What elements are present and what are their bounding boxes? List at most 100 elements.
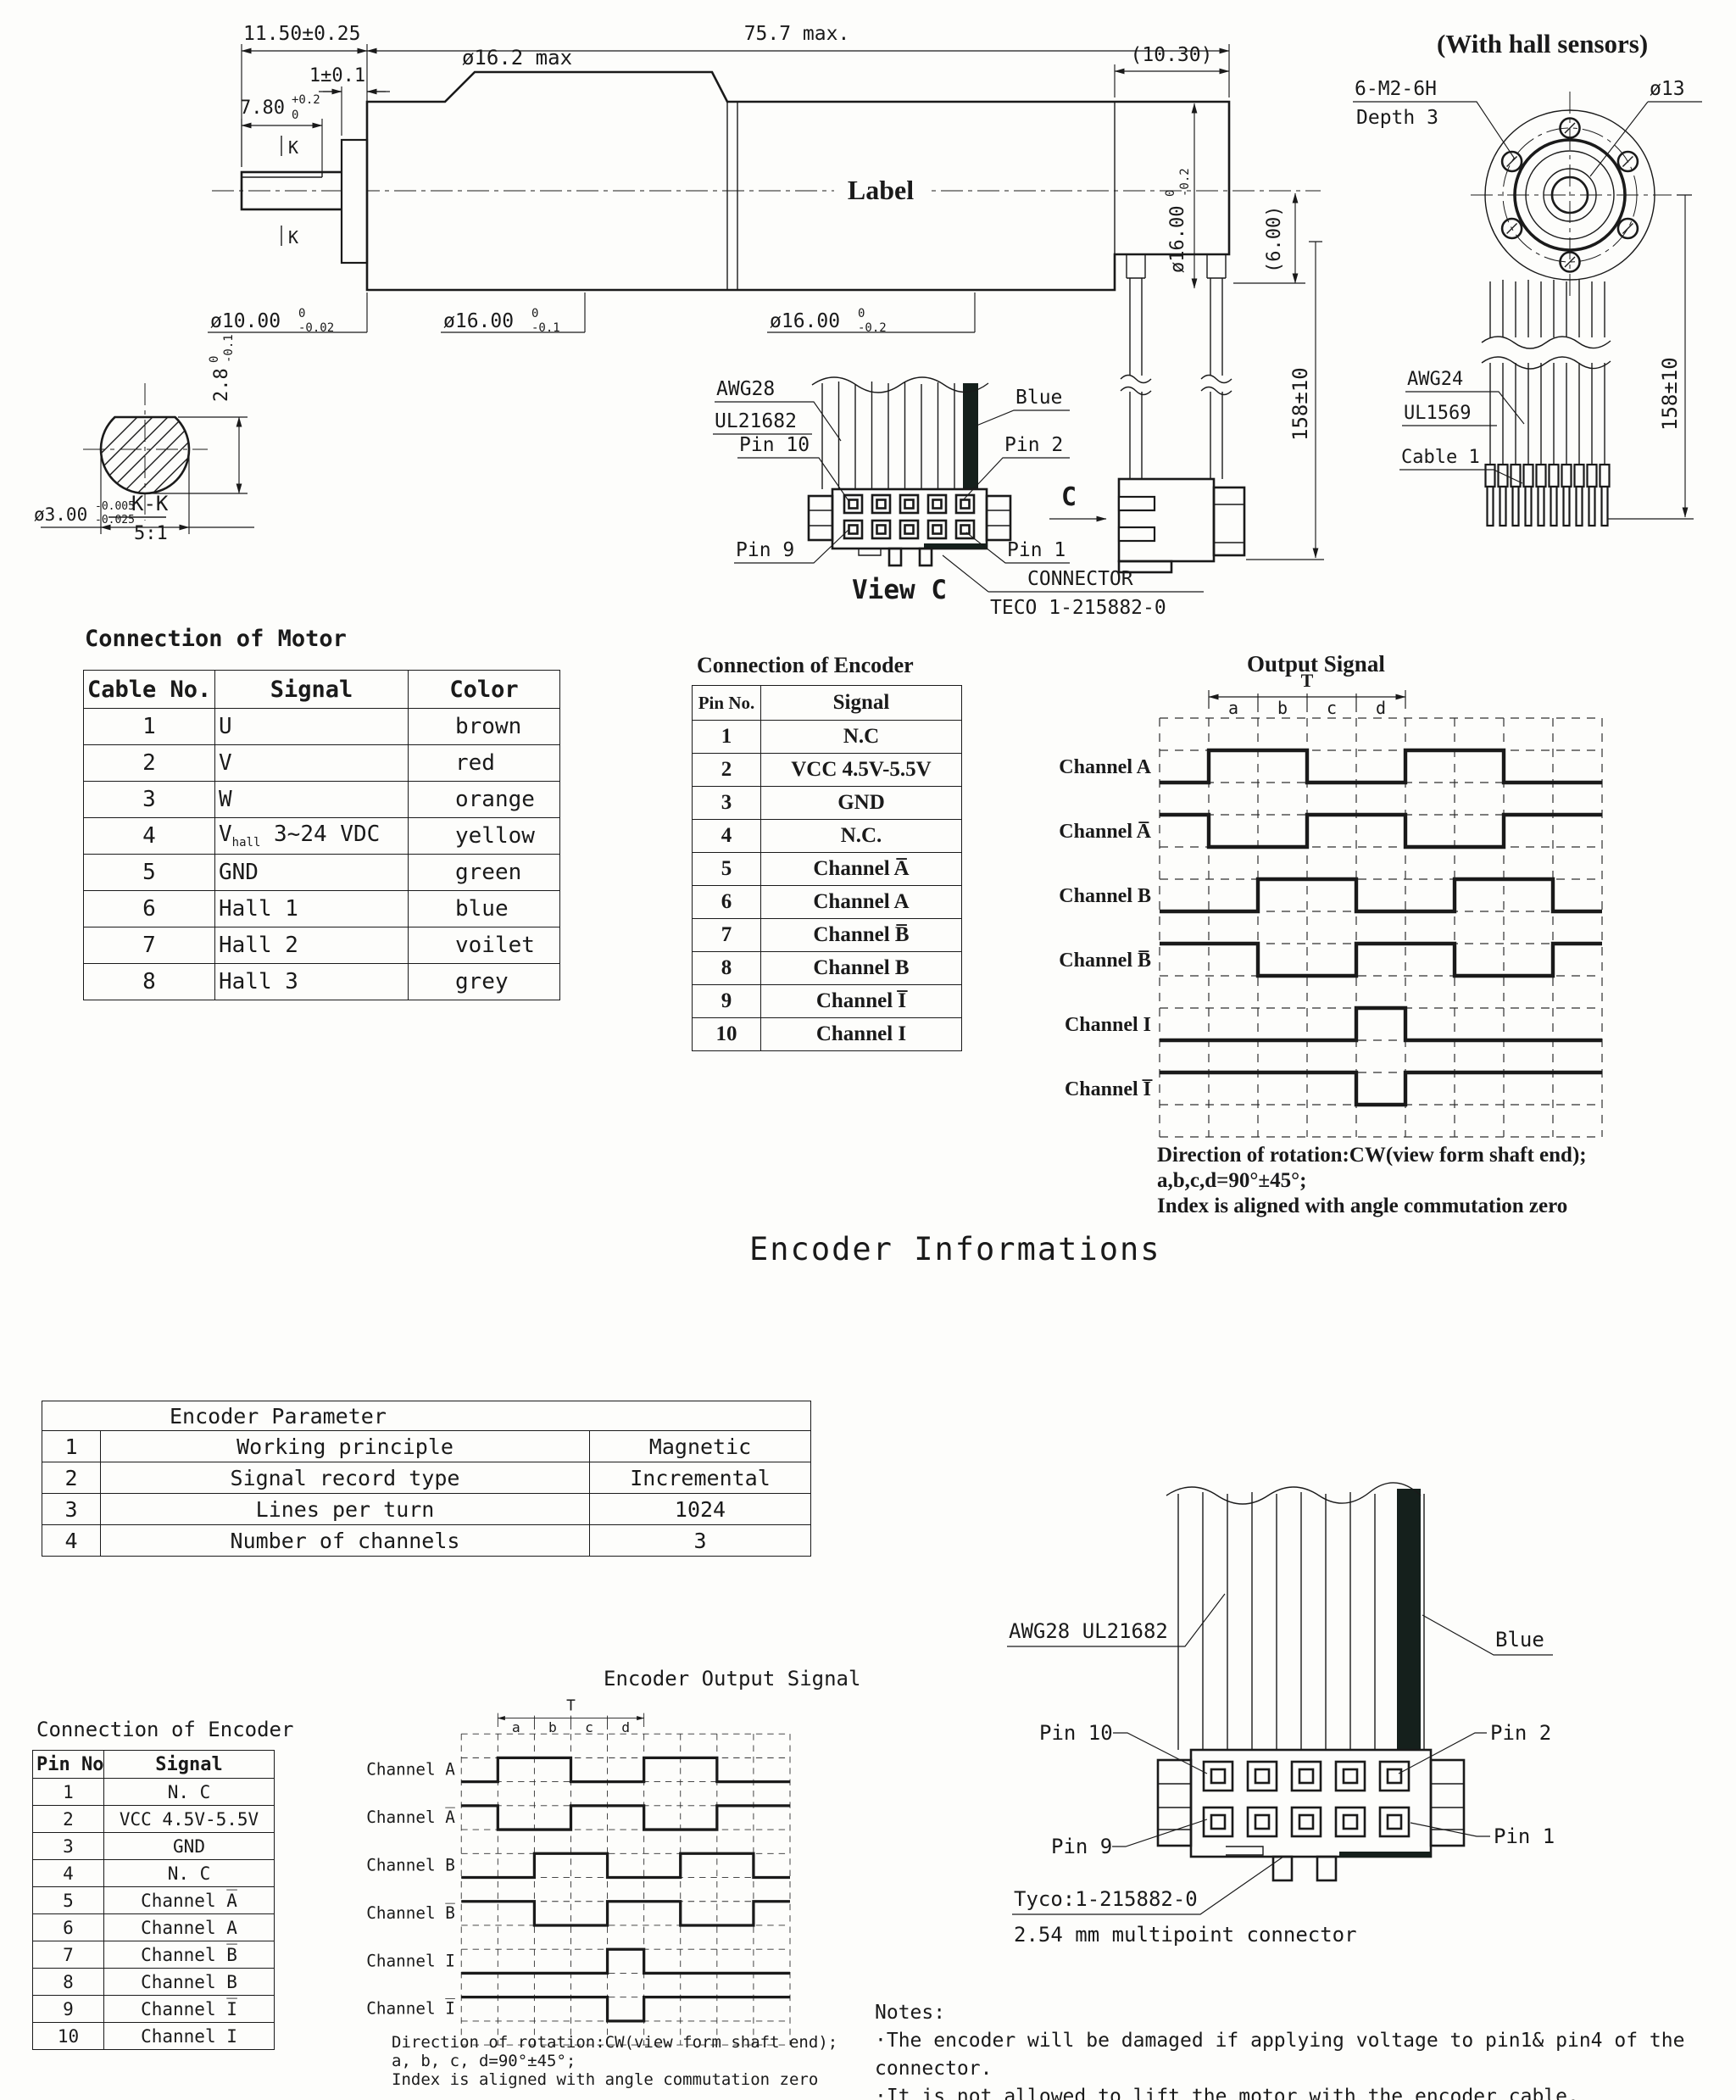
dimension-lines: 11.50±0.25 75.7 max. 1±0.1 ø16.2 max (10…	[208, 23, 1694, 560]
cell-no: 4	[83, 817, 215, 855]
connector-side-profile	[1117, 477, 1246, 574]
depth-label: Depth 3	[1356, 107, 1438, 129]
dim-2-8: 2.8	[211, 368, 232, 402]
cell-value: Incremental	[588, 1462, 812, 1494]
channel-i-bar-label: Channel I̅	[1065, 1078, 1154, 1100]
cell-no: 4	[42, 1524, 101, 1557]
cell-no: 5	[83, 854, 215, 891]
cell-no: 3	[83, 781, 215, 818]
cell-pin: 9	[692, 984, 761, 1018]
svg-text:0: 0	[858, 307, 865, 320]
cell-color: red	[408, 744, 560, 782]
screw-holes	[1500, 117, 1639, 273]
trace-channel-a	[461, 1756, 790, 1784]
channel-b-label: Channel B	[1059, 885, 1151, 907]
dim-158-right: 158±10	[1658, 357, 1682, 431]
dim-16-2: ø16.2 max	[462, 46, 572, 70]
param-table-title: Encoder Parameter	[41, 1401, 812, 1431]
cell-pin: 9	[32, 1995, 104, 2023]
table-header-row: Pin No. Signal	[32, 1750, 275, 1779]
cell-no: 1	[42, 1430, 101, 1462]
seg-b: b	[1277, 698, 1288, 718]
section-kk-scale: 5:1	[134, 523, 168, 544]
section-mark-k-top: K	[288, 137, 298, 158]
output-signal-title: Output Signal	[1247, 651, 1385, 677]
svg-text:-0.1: -0.1	[222, 334, 236, 363]
cell-pin: 4	[692, 819, 761, 853]
cell-value: 1024	[588, 1493, 812, 1525]
svg-text:-0.1: -0.1	[531, 321, 560, 335]
d13-label: ø13	[1650, 78, 1685, 100]
channel-a-bar-label: Channel A̅	[366, 1807, 455, 1827]
seg-c: c	[1327, 698, 1337, 718]
seg-d: d	[621, 1719, 630, 1735]
encoder-output-title: Encoder Output Signal	[604, 1667, 861, 1691]
seg-b: b	[548, 1719, 557, 1735]
svg-text:-0.005: -0.005	[95, 500, 135, 513]
cell-pin: 8	[692, 951, 761, 985]
header-color: Color	[408, 670, 560, 709]
dim-75-7: 75.7 max.	[744, 23, 850, 45]
table-header-row: Encoder Parameter	[41, 1401, 812, 1431]
front-plate	[340, 138, 369, 265]
encoder-table-title: Connection of Encoder	[697, 653, 914, 677]
dim-158-left: 158±10	[1288, 367, 1312, 441]
cell-no: 3	[42, 1493, 101, 1525]
encoder-output-notes: Direction of rotation:CW(view form shaft…	[392, 2033, 838, 2089]
channel-b-bar-label: Channel B̅	[366, 1902, 455, 1923]
channel-a-bar-label: Channel A̅	[1059, 821, 1151, 843]
svg-text:0: 0	[1164, 190, 1177, 197]
header-pin-no: Pin No.	[32, 1750, 104, 1779]
table-header-row: Cable No. Signal Color	[83, 670, 560, 709]
cell-signal: Channel A̅	[760, 852, 962, 886]
cell-signal: Channel B̅	[103, 1941, 275, 1969]
ul21682-label: UL21682	[715, 410, 797, 432]
pin9-label: Pin 9	[736, 539, 794, 561]
trace-channel-i	[461, 1947, 790, 1975]
dim-10-30: (10.30)	[1131, 44, 1213, 66]
cell-signal: Hall 2	[214, 927, 409, 964]
cell-signal: N.C.	[760, 819, 962, 853]
dim-16-00-02: ø16.00	[770, 310, 840, 332]
cell-signal: N. C	[103, 1859, 275, 1887]
pin10-label: Pin 10	[739, 434, 810, 456]
cell-pin: 6	[32, 1913, 104, 1941]
cell-signal: Vhall 3~24 VDC	[214, 817, 409, 855]
cell-color: voilet	[408, 927, 560, 964]
pin1-label: Pin 1	[1494, 1824, 1555, 1848]
cell-pin: 2	[692, 753, 761, 787]
output-signal-notes: Direction of rotation:CW(view form shaft…	[1157, 1144, 1587, 1217]
trace-channel-a-bar	[1160, 812, 1602, 849]
cell-signal: GND	[103, 1832, 275, 1860]
encoder-connector-figure: AWG28 UL21682 Blue Pin 10 Pin 2 Pin 9 Pi…	[1007, 1482, 1555, 1947]
cell-no: 2	[42, 1462, 101, 1494]
cell-color: yellow	[408, 817, 560, 855]
channel-i-label: Channel I	[1065, 1014, 1151, 1036]
cell-signal: GND	[214, 854, 409, 891]
cell-pin: 2	[32, 1805, 104, 1833]
cell-signal: Channel B̅	[760, 918, 962, 952]
svg-text:-0.2: -0.2	[858, 321, 887, 335]
cell-no: 8	[83, 963, 215, 1000]
cell-signal: VCC 4.5V-5.5V	[103, 1805, 275, 1833]
cell-signal: N. C	[103, 1778, 275, 1806]
trace-channel-i	[1160, 1005, 1602, 1043]
svg-text:-0.025: -0.025	[95, 514, 135, 526]
cell-pin: 1	[692, 720, 761, 754]
cell-signal: Channel B	[760, 951, 962, 985]
seg-a: a	[1228, 698, 1238, 718]
